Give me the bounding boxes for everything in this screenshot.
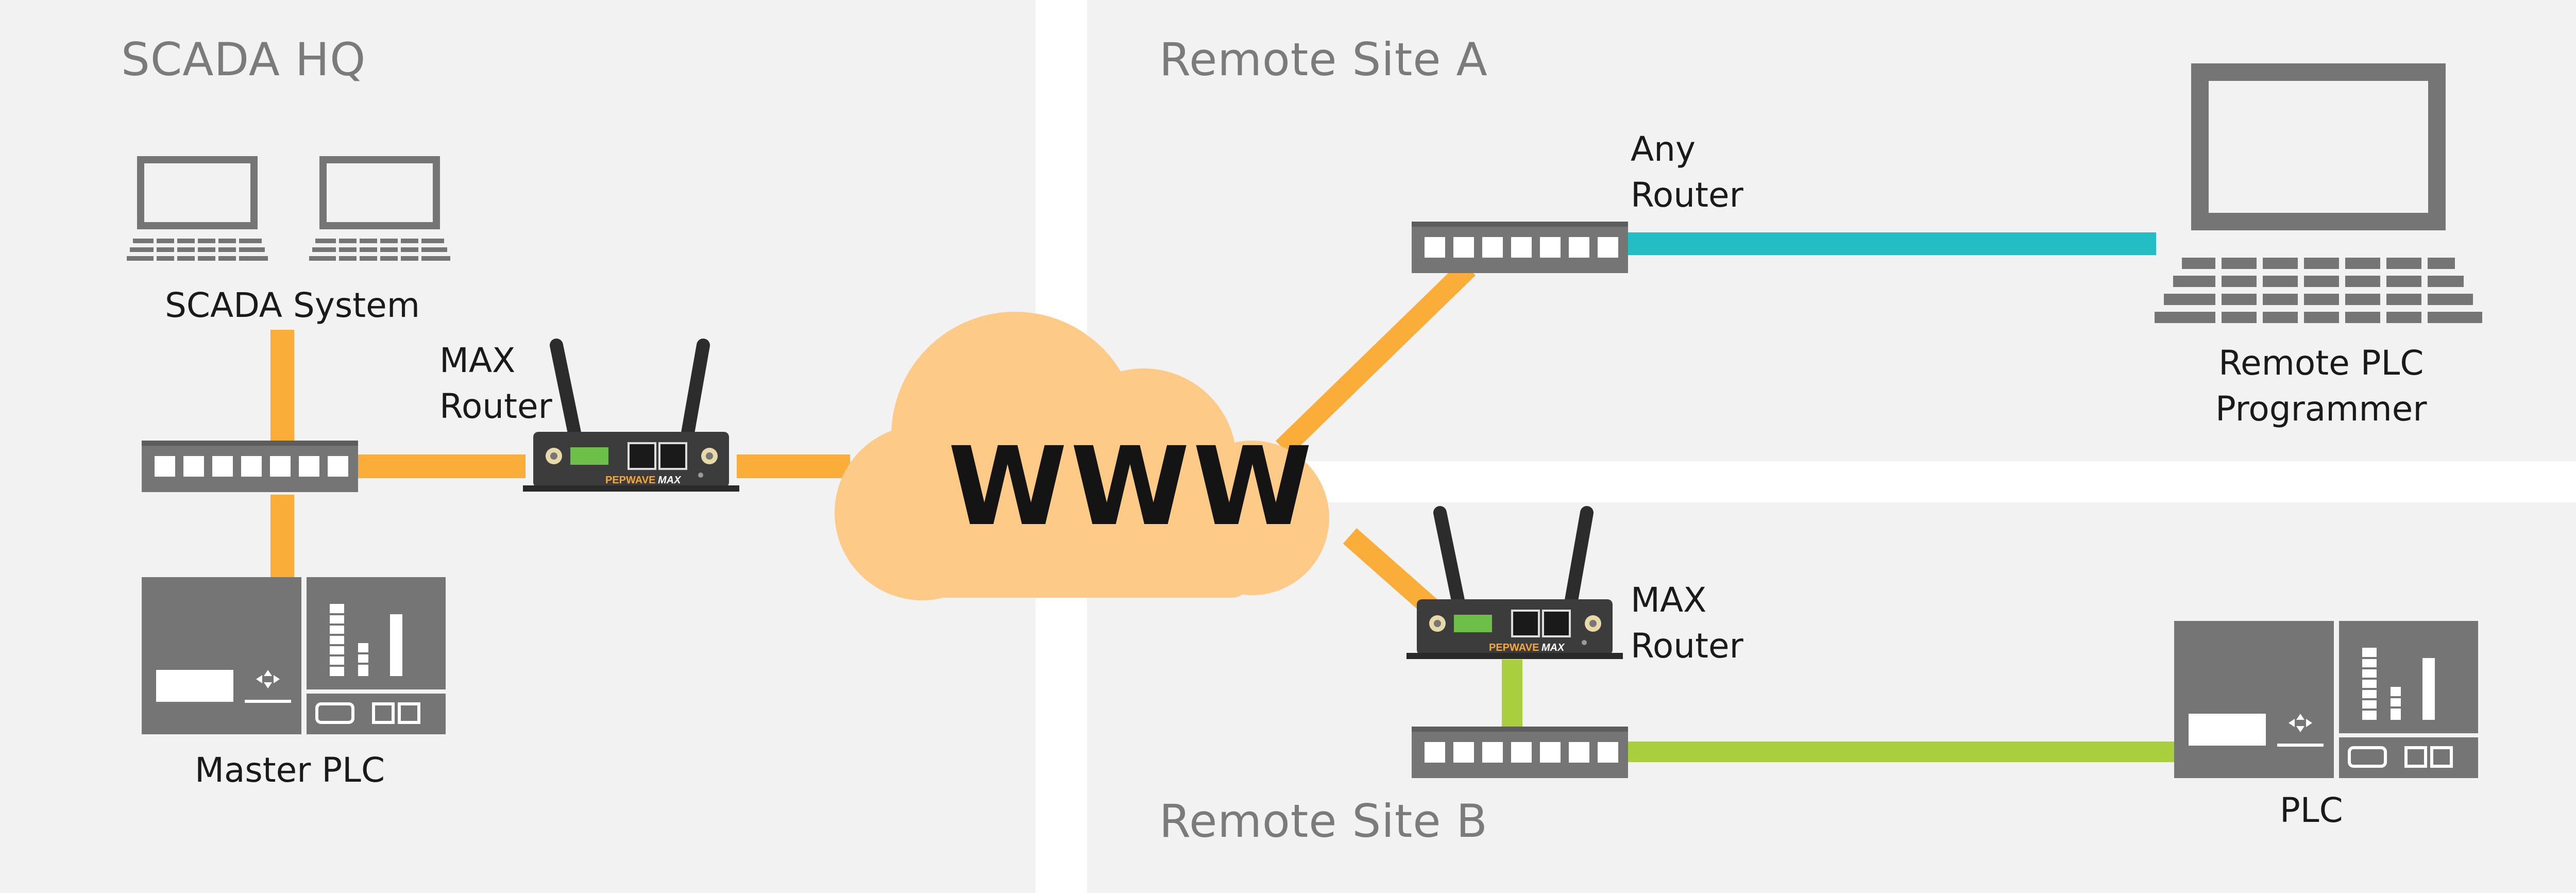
- zone-title-site-b: Remote Site B: [1159, 795, 1488, 848]
- any-router-label-line1: Any: [1631, 129, 1696, 169]
- hq-router-label-line2: Router: [439, 386, 552, 427]
- internet-cloud-icon: [835, 312, 1329, 600]
- remote-programmer-label-line2: Programmer: [2215, 389, 2427, 429]
- remote-plc-icon: [2174, 621, 2478, 778]
- site-b-max-router-icon: PEPWAVE MAX: [1406, 506, 1623, 659]
- site-b-router-label-line1: MAX: [1631, 580, 1707, 620]
- master-plc-icon: [142, 577, 446, 734]
- hq-router-label: MAX Router: [439, 338, 552, 429]
- hq-max-router-icon: PEPWAVE MAX: [523, 339, 739, 492]
- remote-programmer-label-line1: Remote PLC: [2218, 343, 2424, 383]
- site-b-router-label-line2: Router: [1631, 626, 1743, 666]
- any-router-icon: [1412, 222, 1628, 273]
- site-b-switch-icon: [1412, 727, 1628, 778]
- link-cloud-to-any-router: [1276, 260, 1476, 456]
- scada-system-label: SCADA System: [165, 285, 420, 325]
- hq-router-brand: PEPWAVE: [605, 475, 655, 486]
- site-b-router-model: MAX: [1541, 642, 1565, 653]
- master-plc-label: Master PLC: [195, 750, 385, 790]
- hq-router-model: MAX: [658, 475, 682, 486]
- site-b-router-brand: PEPWAVE: [1489, 642, 1539, 653]
- scada-laptop-icon: [309, 156, 450, 265]
- remote-programmer-laptop-icon: [2155, 63, 2482, 327]
- remote-plc-label: PLC: [2280, 790, 2343, 830]
- any-router-label-line2: Router: [1631, 175, 1743, 215]
- zone-title-site-a: Remote Site A: [1159, 33, 1488, 86]
- any-router-label: Any Router: [1631, 126, 1743, 218]
- remote-programmer-label: Remote PLC Programmer: [2215, 340, 2427, 432]
- zone-title-hq: SCADA HQ: [121, 33, 366, 86]
- site-b-router-label: MAX Router: [1631, 577, 1743, 669]
- internet-cloud-label: WWW: [948, 424, 1315, 550]
- hq-switch-icon: [142, 441, 358, 492]
- hq-router-label-line1: MAX: [439, 341, 516, 380]
- scada-laptop-icon: [127, 156, 268, 265]
